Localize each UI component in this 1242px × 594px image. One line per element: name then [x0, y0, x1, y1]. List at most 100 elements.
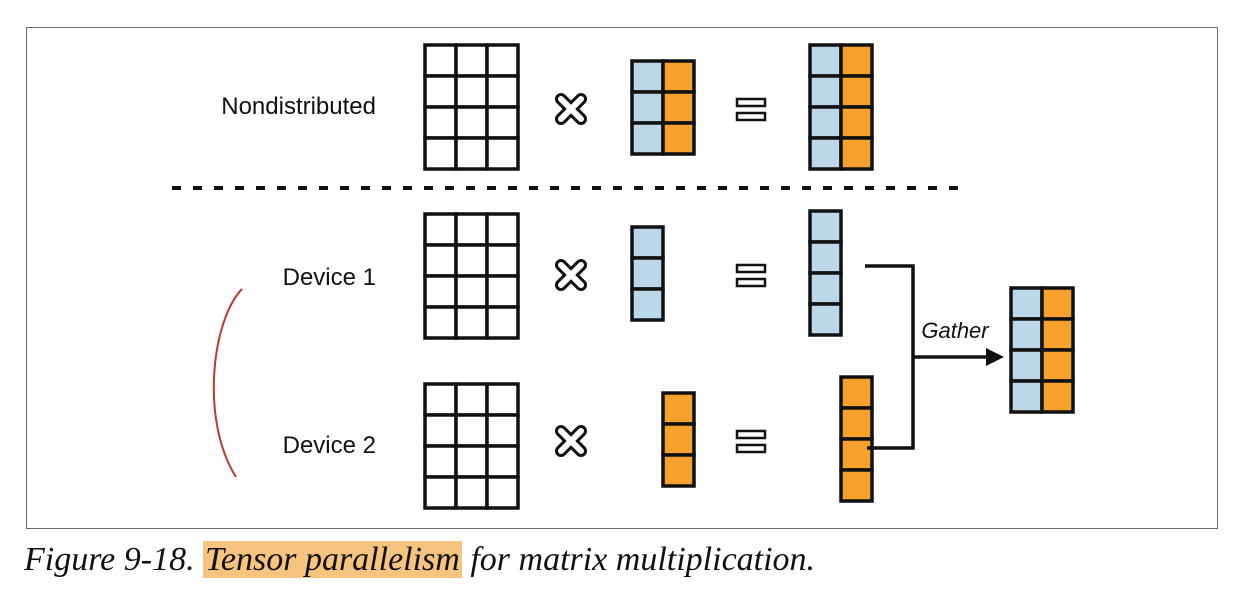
matrix-cell — [454, 413, 489, 448]
matrix-cell — [454, 274, 489, 309]
matrix-cell — [630, 225, 665, 260]
matrix-cell — [1009, 348, 1044, 383]
matrix-cell — [1040, 379, 1075, 414]
matrix-cell — [485, 475, 520, 510]
matrix-cell — [839, 43, 874, 78]
matrix-cell — [454, 74, 489, 109]
matrix-cell — [485, 105, 520, 140]
matrix-cell — [630, 121, 665, 156]
result-matrix-full — [808, 43, 874, 171]
matrix-cell — [423, 212, 458, 247]
matrix-cell — [485, 382, 520, 417]
matrix-cell — [423, 413, 458, 448]
row-label-device-1: Device 1 — [283, 264, 376, 291]
matrix-cell — [454, 444, 489, 479]
row-label-device-2: Device 2 — [283, 432, 376, 459]
weight-and-result-matrices — [630, 43, 1075, 503]
matrix-cell — [454, 243, 489, 278]
matrix-cell — [630, 256, 665, 291]
matrix-cell — [485, 444, 520, 479]
equals-icon — [735, 429, 767, 454]
figure-caption: Figure 9-18. Tensor parallelism for matr… — [24, 536, 815, 588]
matrix-cell — [808, 136, 843, 171]
matrix-cell — [423, 475, 458, 510]
matrix-cell — [423, 382, 458, 417]
matrix-cell — [454, 105, 489, 140]
matrix-cell — [485, 413, 520, 448]
matrix-cell — [661, 59, 696, 94]
matrix-cell — [839, 437, 874, 472]
caption-highlighted-term: Tensor parallelism — [203, 541, 462, 578]
matrix-cell — [485, 274, 520, 309]
operators — [555, 93, 767, 457]
matrix-cell — [423, 274, 458, 309]
matrix-cell — [454, 43, 489, 78]
matrix-cell — [423, 105, 458, 140]
matrix-cell — [485, 243, 520, 278]
matrix-cell — [485, 305, 520, 340]
matrix-cell — [423, 43, 458, 78]
gathered-result-matrix — [1009, 286, 1075, 414]
matrix-cell — [661, 90, 696, 125]
matrix-cell — [454, 382, 489, 417]
weight-shard-device-2 — [661, 391, 696, 488]
input-matrix-nondistributed — [423, 43, 520, 171]
matrix-cell — [454, 212, 489, 247]
matrix-cell — [630, 287, 665, 322]
matrix-cell — [839, 375, 874, 410]
matrix-cell — [423, 305, 458, 340]
matrix-cell — [661, 121, 696, 156]
multiply-icon — [555, 93, 587, 125]
matrix-cell — [808, 271, 843, 306]
matrix-cell — [423, 136, 458, 171]
matrix-cell — [808, 240, 843, 275]
gather-label: Gather — [921, 318, 990, 343]
matrix-cell — [485, 212, 520, 247]
figure-frame — [26, 27, 1218, 529]
matrix-cell — [423, 444, 458, 479]
matrix-cell — [661, 453, 696, 488]
caption-text: for matrix multiplication. — [470, 541, 816, 578]
matrix-cell — [661, 422, 696, 457]
matrix-cell — [839, 468, 874, 503]
input-matrices — [423, 43, 520, 510]
matrix-cell — [839, 136, 874, 171]
equals-icon — [735, 97, 767, 122]
matrix-cell — [808, 209, 843, 244]
matrix-cell — [808, 105, 843, 140]
result-shard-device-2 — [839, 375, 874, 503]
matrix-cell — [423, 243, 458, 278]
matrix-cell — [1009, 379, 1044, 414]
matrix-cell — [839, 74, 874, 109]
matrix-cell — [1040, 317, 1075, 352]
matrix-cell — [485, 136, 520, 171]
gather-arrow-head — [986, 348, 1004, 366]
annotation-curve — [212, 288, 243, 478]
matrix-cell — [630, 90, 665, 125]
equals-icon — [735, 263, 767, 288]
result-shard-device-1 — [808, 209, 843, 337]
matrix-cell — [1009, 317, 1044, 352]
input-matrix-device-2 — [423, 382, 520, 510]
caption-figure-number: Figure 9-18. — [24, 541, 195, 578]
matrix-cell — [661, 391, 696, 426]
matrix-cell — [808, 74, 843, 109]
matrix-cell — [630, 59, 665, 94]
multiply-icon — [555, 259, 587, 291]
weight-matrix-full — [630, 59, 696, 156]
weight-shard-device-1 — [630, 225, 665, 322]
matrix-cell — [1040, 348, 1075, 383]
matrix-cell — [454, 136, 489, 171]
multiply-icon — [555, 425, 587, 457]
matrix-cell — [839, 105, 874, 140]
matrix-cell — [423, 74, 458, 109]
matrix-cell — [454, 305, 489, 340]
matrix-cell — [1009, 286, 1044, 321]
row-label-nondistributed: Nondistributed — [221, 93, 376, 120]
matrix-cell — [1040, 286, 1075, 321]
matrix-cell — [485, 43, 520, 78]
matrix-cell — [485, 74, 520, 109]
matrix-cell — [808, 302, 843, 337]
matrix-cell — [839, 406, 874, 441]
